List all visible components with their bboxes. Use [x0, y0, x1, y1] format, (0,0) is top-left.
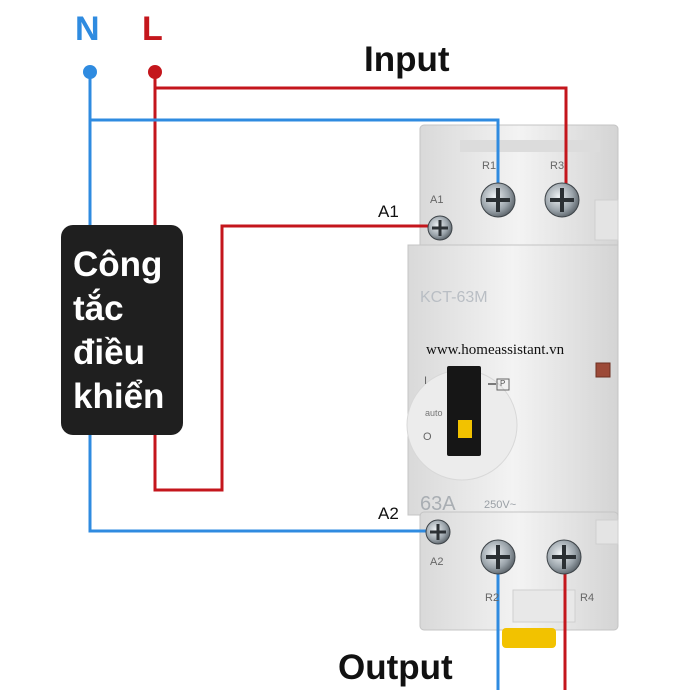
switch-label-line-3: điều — [73, 333, 145, 372]
mode-switch-lever[interactable] — [447, 366, 481, 456]
switch-label-line-4: khiển — [73, 377, 165, 416]
mode-label-on: I — [424, 375, 428, 387]
input-label: Input — [364, 40, 450, 79]
screw-a2 — [425, 519, 451, 545]
watermark-url: www.homeassistant.vn — [426, 342, 565, 358]
din-rail-clip — [502, 628, 556, 648]
output-label: Output — [338, 648, 453, 687]
device-model: KCT-63M — [420, 289, 488, 306]
device-terminal-r3: R3 — [550, 160, 565, 172]
indicator-label-p: P — [500, 379, 506, 388]
neutral-label: N — [75, 10, 100, 48]
screw-r3 — [544, 182, 580, 218]
neutral-wire-to-r1 — [88, 72, 500, 196]
live-label: L — [142, 10, 163, 48]
screw-r4 — [546, 539, 582, 575]
screw-r2 — [480, 539, 516, 575]
device-voltage: 250V~ — [484, 499, 517, 511]
screw-a1 — [427, 215, 453, 241]
device-rating: 63A — [420, 493, 456, 515]
screw-r1 — [480, 182, 516, 218]
device-terminal-r1: R1 — [482, 160, 497, 172]
mode-label-auto: auto — [425, 408, 443, 418]
switch-to-a1-wire — [153, 224, 440, 492]
live-wire-to-r3 — [153, 72, 568, 196]
control-switch-box: Công tắc điều khiển — [61, 225, 183, 435]
mode-label-off: O — [423, 431, 432, 443]
switch-label-line-1: Công — [73, 245, 163, 284]
live-terminal-dot — [148, 65, 162, 79]
status-indicator-lamp — [595, 362, 611, 378]
switch-to-a2-wire — [88, 434, 438, 533]
switch-label-line-2: tắc — [73, 289, 124, 328]
device-terminal-r2: R2 — [485, 592, 500, 604]
device-terminal-a2: A2 — [430, 556, 444, 568]
wire-label-a1: A1 — [378, 202, 399, 221]
wire-label-a2: A2 — [378, 504, 399, 523]
device-terminal-r4: R4 — [580, 592, 595, 604]
device-terminal-a1: A1 — [430, 194, 444, 206]
neutral-terminal-dot — [83, 65, 97, 79]
